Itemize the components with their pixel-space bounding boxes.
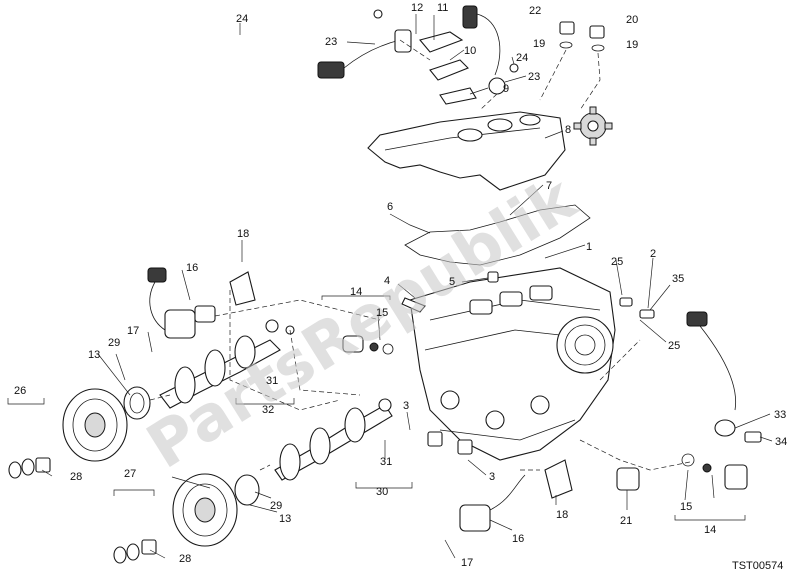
part-label: 30: [376, 486, 388, 498]
part-label: 1: [586, 241, 592, 253]
part-label: 21: [620, 515, 632, 527]
part-label: 7: [546, 180, 552, 192]
part-label: 14: [704, 524, 716, 536]
part-label: 35: [672, 273, 684, 285]
part-label: 16: [512, 533, 524, 545]
part-label: 13: [279, 513, 291, 525]
gear-icon: [573, 106, 613, 146]
part-label: 3: [403, 400, 409, 412]
part-label: 34: [775, 436, 787, 448]
assembly-lines: [149, 39, 691, 471]
washers-bolts: [8, 457, 157, 564]
cam-pulley-lower: [172, 473, 238, 547]
valve-cover: [367, 111, 566, 191]
oil-seal-upper: [123, 386, 151, 420]
part-label: 29: [108, 337, 120, 349]
part-labels: 24 23 12 11 10 24 23 9 22 20 19 19 8 7 6…: [14, 2, 787, 569]
camshaft-upper: [159, 319, 295, 409]
part-label: 4: [384, 275, 390, 287]
cylinder-head: [409, 267, 616, 461]
part-label: 3: [489, 471, 495, 483]
part-label: 29: [270, 500, 282, 512]
part-label: 24: [516, 52, 528, 64]
right-sensor-parts: [619, 297, 762, 490]
part-label: 31: [380, 456, 392, 468]
part-label: 15: [680, 501, 692, 513]
part-label: 15: [376, 307, 388, 319]
part-label: 19: [626, 39, 638, 51]
part-label: 2: [650, 248, 656, 260]
part-label: 24: [236, 13, 248, 25]
group-brackets: [7, 295, 746, 521]
part-label: 17: [461, 557, 473, 569]
part-label: 18: [556, 509, 568, 521]
part-label: 13: [88, 349, 100, 361]
leader-lines: [41, 14, 773, 559]
part-label: 10: [464, 45, 476, 57]
part-label: 25: [668, 340, 680, 352]
part-label: 14: [350, 286, 362, 298]
part-label: 19: [533, 38, 545, 50]
part-label: 12: [411, 2, 423, 14]
part-label: 33: [774, 409, 786, 421]
part-label: 27: [124, 468, 136, 480]
part-label: 9: [503, 83, 509, 95]
part-label: 31: [266, 375, 278, 387]
part-label: 11: [437, 2, 448, 14]
part-label: 23: [325, 36, 337, 48]
part-label: 22: [529, 5, 541, 17]
cover-gasket: [404, 204, 591, 266]
part-label: 8: [565, 124, 571, 136]
part-label: 32: [262, 404, 274, 416]
part-label: 23: [528, 71, 540, 83]
part-label: 25: [611, 256, 623, 268]
part-label: 20: [626, 14, 638, 26]
diagram-code: TST00574: [732, 560, 783, 572]
oil-seal-lower: [234, 474, 260, 506]
plug-seal-left: [342, 271, 499, 355]
timing-actuator-upper: [147, 267, 256, 339]
part-label: 5: [449, 276, 455, 288]
cam-pulley-upper: [62, 388, 128, 462]
part-label: 28: [70, 471, 82, 483]
part-label: 16: [186, 262, 198, 274]
part-label: 28: [179, 553, 191, 565]
part-label: 26: [14, 385, 26, 397]
part-label: 18: [237, 228, 249, 240]
timing-actuator-lower: [427, 431, 640, 532]
camshaft-lower: [274, 398, 393, 481]
top-sensors: [317, 5, 605, 105]
part-label: 6: [387, 201, 393, 213]
part-label: 17: [127, 325, 139, 337]
